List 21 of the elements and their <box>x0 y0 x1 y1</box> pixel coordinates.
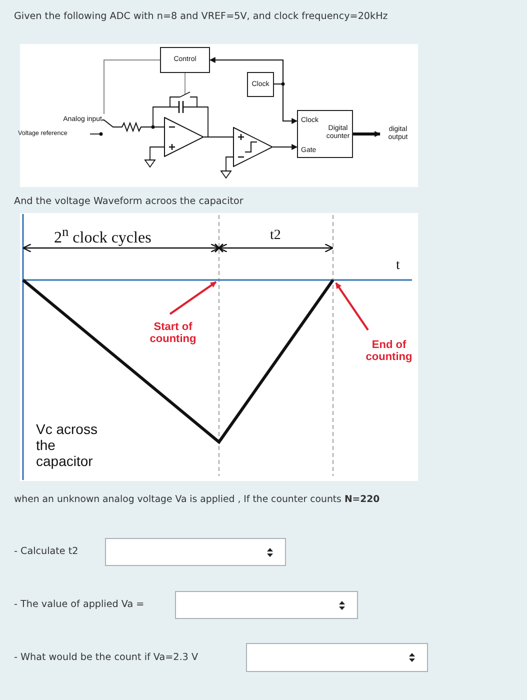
text-label: - Calculate t2 <box>14 546 78 558</box>
pointer-arrow <box>169 281 217 315</box>
text-label: t <box>396 258 400 274</box>
connector-line <box>353 131 381 137</box>
text-label: 2$^{n}$ clock cycles <box>54 224 152 248</box>
connector-line <box>209 57 284 84</box>
question-text: Given the following ADC with n=8 and VREF=5V, and clock frequency=20kHz <box>14 11 388 22</box>
text-label: t2 <box>270 228 281 244</box>
counter-box <box>297 110 353 158</box>
connector-line <box>272 144 298 150</box>
text-label: - What would be the count if Va=2.3 V <box>14 652 198 664</box>
text-label: Vc across the capacitor <box>36 421 98 470</box>
callout-label: Start of counting <box>148 320 198 346</box>
pointer-arrow <box>335 282 369 331</box>
connector-line <box>104 60 160 114</box>
connector-line <box>102 120 164 132</box>
text-label: And the voltage Waveform acroos the capacitor <box>14 196 244 208</box>
text-label: - The value of applied Va = <box>14 599 144 610</box>
text-label: when an unknown analog voltage Va is applied , If the counter counts N=220 <box>14 495 380 506</box>
connector-line <box>204 136 234 138</box>
callout-label: End of counting <box>364 338 414 364</box>
